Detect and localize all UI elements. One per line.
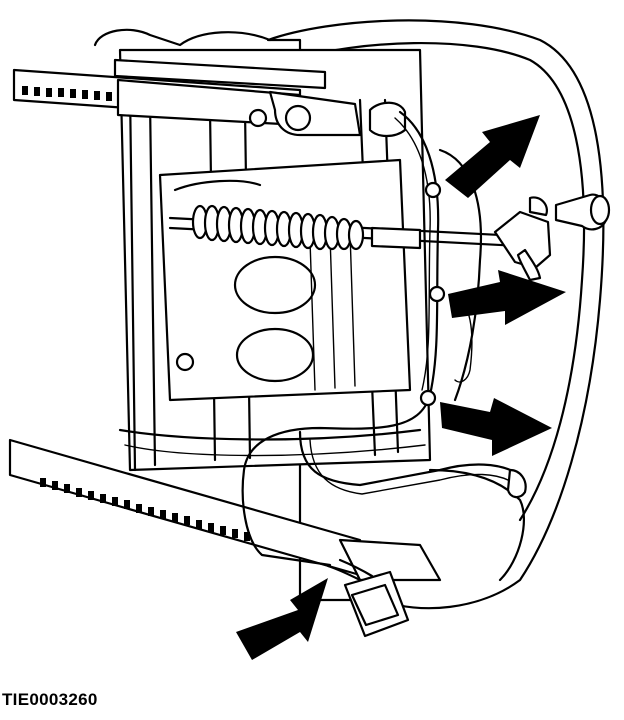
wire-clip-3	[419, 389, 437, 407]
link-rod	[298, 430, 527, 499]
callout-arrow-1	[445, 115, 540, 198]
lower-rail	[8, 438, 442, 582]
motor-body	[158, 158, 412, 402]
rail-slots	[40, 478, 250, 541]
wire-clip-2	[428, 285, 446, 303]
bellows	[191, 204, 365, 251]
bellows-cable	[168, 204, 522, 251]
lever-handle	[493, 193, 611, 282]
wire-clip-1	[424, 181, 442, 199]
callout-arrow-4	[236, 578, 328, 660]
figure-code: TIE0003260	[2, 690, 98, 709]
electrical-connector	[326, 558, 410, 638]
callout-arrow-2	[448, 270, 566, 325]
top-bracket	[113, 58, 407, 138]
callout-arrow-3	[440, 398, 552, 456]
wire-harness	[241, 110, 446, 567]
upper-rail	[12, 68, 302, 128]
